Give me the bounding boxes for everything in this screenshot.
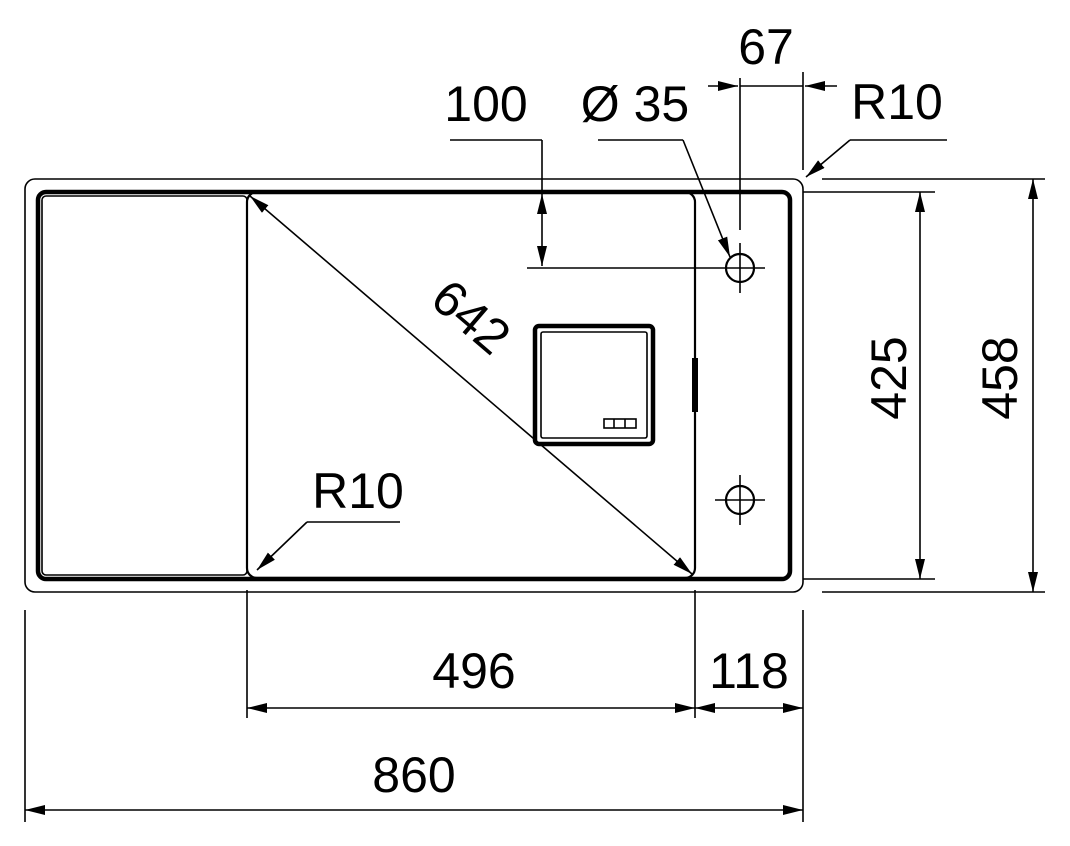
outer-rim xyxy=(24,178,804,593)
label-496: 496 xyxy=(432,643,515,699)
label-67: 67 xyxy=(738,19,794,75)
tap-hole-bottom xyxy=(715,475,765,525)
label-r10-outer: R10 xyxy=(851,74,943,130)
label-118: 118 xyxy=(709,643,789,699)
inner-rim xyxy=(35,189,793,582)
label-458: 458 xyxy=(972,336,1028,419)
label-100: 100 xyxy=(444,76,527,132)
sink-outline xyxy=(24,178,804,593)
label-642: 642 xyxy=(421,269,521,366)
drain-outlet xyxy=(532,323,656,447)
overflow-slot xyxy=(603,418,637,429)
dimension-lines xyxy=(25,81,1038,815)
extension-lines xyxy=(24,72,1045,822)
dimension-labels: 860 496 118 425 458 642 100 Ø 35 67 R10 … xyxy=(312,19,1028,803)
label-dia35: Ø 35 xyxy=(581,76,689,132)
label-r10-basin: R10 xyxy=(312,463,404,519)
label-860: 860 xyxy=(372,747,455,803)
tap-hole-top xyxy=(715,243,765,293)
dim-line-642 xyxy=(249,195,693,575)
label-425: 425 xyxy=(861,336,917,419)
drainboard-recess xyxy=(41,195,248,576)
